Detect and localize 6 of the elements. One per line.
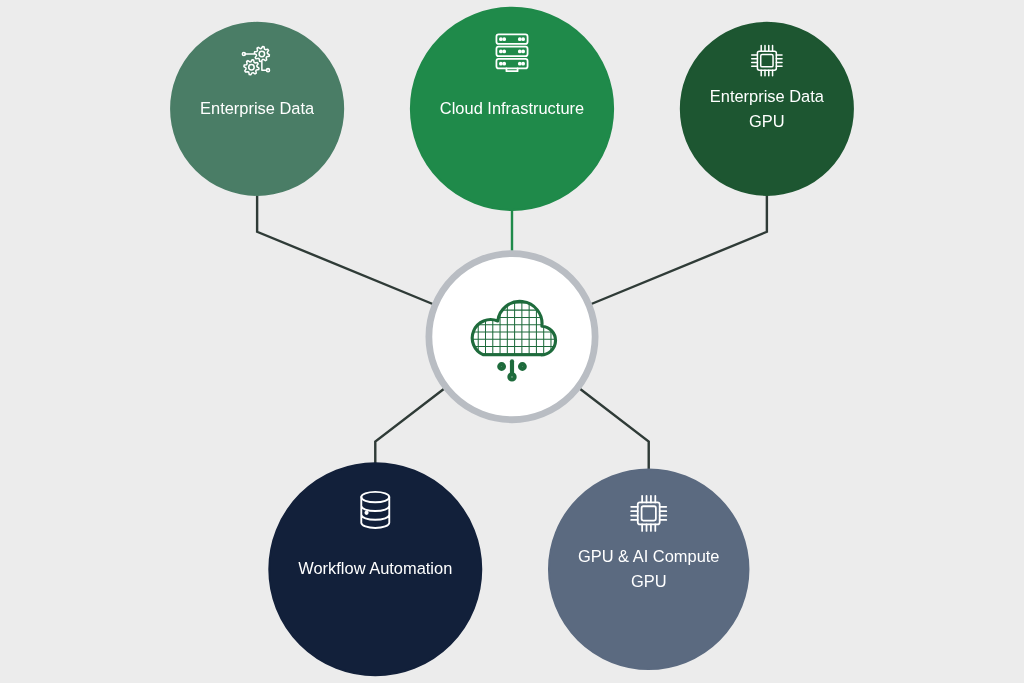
node-circle: Cloud Infrastructure <box>409 6 615 211</box>
node-circle: Enterprise Data GPU <box>679 21 854 196</box>
node-circle <box>425 250 599 424</box>
node-circle: GPU & AI Compute GPU <box>548 468 750 670</box>
node-circle: Enterprise Data <box>170 21 345 196</box>
node-circle: Workflow Automation <box>268 462 483 677</box>
